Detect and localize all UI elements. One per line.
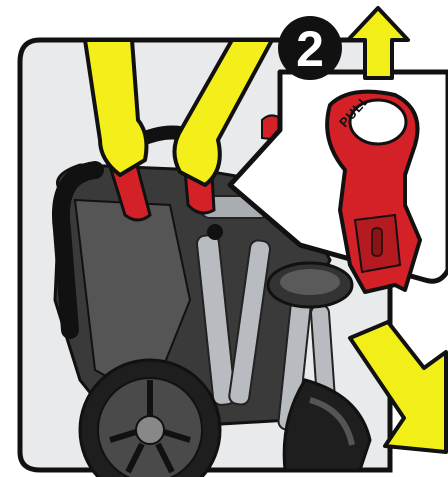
- step-number: 2: [296, 21, 324, 77]
- step-badge: 2: [278, 16, 342, 80]
